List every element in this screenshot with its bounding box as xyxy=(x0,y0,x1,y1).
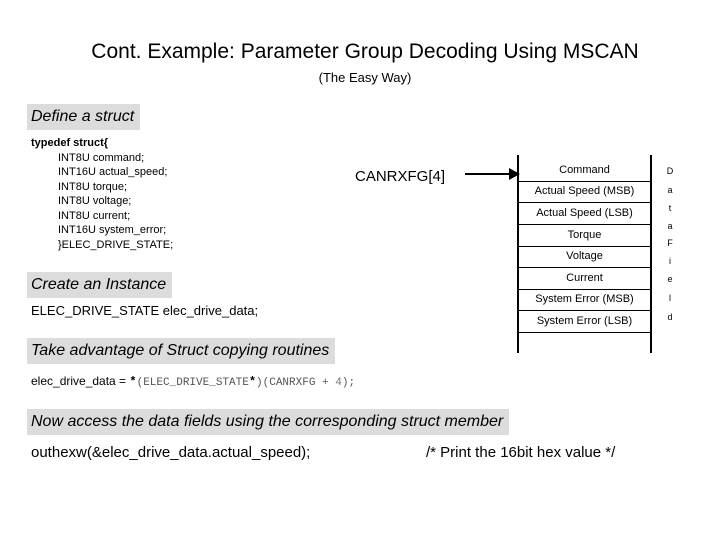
slide-title: Cont. Example: Parameter Group Decoding … xyxy=(91,40,639,63)
section-struct-copying: Take advantage of Struct copying routine… xyxy=(27,338,336,364)
side-label-char: F xyxy=(667,238,673,248)
copy-code-star: * xyxy=(129,375,137,389)
section-define-struct: Define a struct xyxy=(27,104,141,130)
slide-subtitle: (The Easy Way) xyxy=(318,70,412,85)
access-comment: /* Print the 16bit hex value */ xyxy=(426,444,616,461)
field-system-error-msb: System Error (MSB) xyxy=(535,293,634,305)
field-divider xyxy=(519,181,650,182)
section-create-instance: Create an Instance xyxy=(27,272,173,298)
struct-code-line: INT8U command; xyxy=(58,151,145,164)
copy-code-star: * xyxy=(248,375,257,389)
side-label-char: t xyxy=(668,203,672,213)
field-divider xyxy=(519,310,650,311)
field-actual-speed-msb: Actual Speed (MSB) xyxy=(534,185,635,197)
side-label-char: d xyxy=(667,312,673,322)
field-torque: Torque xyxy=(567,229,602,241)
field-divider xyxy=(519,332,650,333)
struct-code-line: INT8U voltage; xyxy=(58,195,132,207)
side-label-char: D xyxy=(666,166,674,176)
copy-code-end: ); xyxy=(341,377,356,389)
field-divider xyxy=(519,289,650,290)
side-label-char: i xyxy=(669,256,671,266)
copy-code-line: elec_drive_data = *(ELEC_DRIVE_STATE*)(C… xyxy=(31,374,355,389)
field-divider xyxy=(519,224,650,225)
copy-code-number: 4 xyxy=(335,377,342,389)
field-voltage: Voltage xyxy=(566,250,603,262)
field-divider xyxy=(519,246,650,247)
struct-code-line: INT16U actual_speed; xyxy=(58,166,168,178)
instance-code: ELEC_DRIVE_STATE elec_drive_data; xyxy=(31,303,259,318)
side-label-char: l xyxy=(669,293,671,303)
register-label: CANRXFG[4] xyxy=(355,168,446,185)
field-divider xyxy=(519,267,650,268)
data-frame-right-border xyxy=(650,155,652,353)
access-code: outhexw(&elec_drive_data.actual_speed); xyxy=(31,444,311,461)
side-label-char: a xyxy=(667,185,673,195)
field-system-error-lsb: System Error (LSB) xyxy=(536,315,633,327)
field-actual-speed-lsb: Actual Speed (LSB) xyxy=(536,207,633,219)
struct-code-line: INT16U system_error; xyxy=(58,224,167,236)
copy-code-rest: )(CANRXFG + xyxy=(256,377,336,389)
struct-code-line: }ELEC_DRIVE_STATE; xyxy=(58,238,174,251)
field-divider xyxy=(519,202,650,203)
section-access-fields: Now access the data fields using the cor… xyxy=(27,409,510,435)
struct-code-line: INT8U current; xyxy=(58,209,131,222)
struct-code-line: INT8U torque; xyxy=(58,180,128,193)
copy-code-cast: (ELEC_DRIVE_STATE xyxy=(136,377,249,389)
arrow-right-icon xyxy=(465,168,520,180)
struct-code-block: typedef struct{ INT8U command; INT16U ac… xyxy=(31,136,173,252)
side-label-char: e xyxy=(667,274,673,284)
field-current: Current xyxy=(566,272,603,284)
struct-code-line: typedef struct{ xyxy=(31,137,109,149)
side-label-char: a xyxy=(667,221,673,231)
copy-code-prefix: elec_drive_data = xyxy=(31,374,130,388)
field-command: Command xyxy=(559,164,610,176)
data-frame-left-border xyxy=(517,155,519,353)
